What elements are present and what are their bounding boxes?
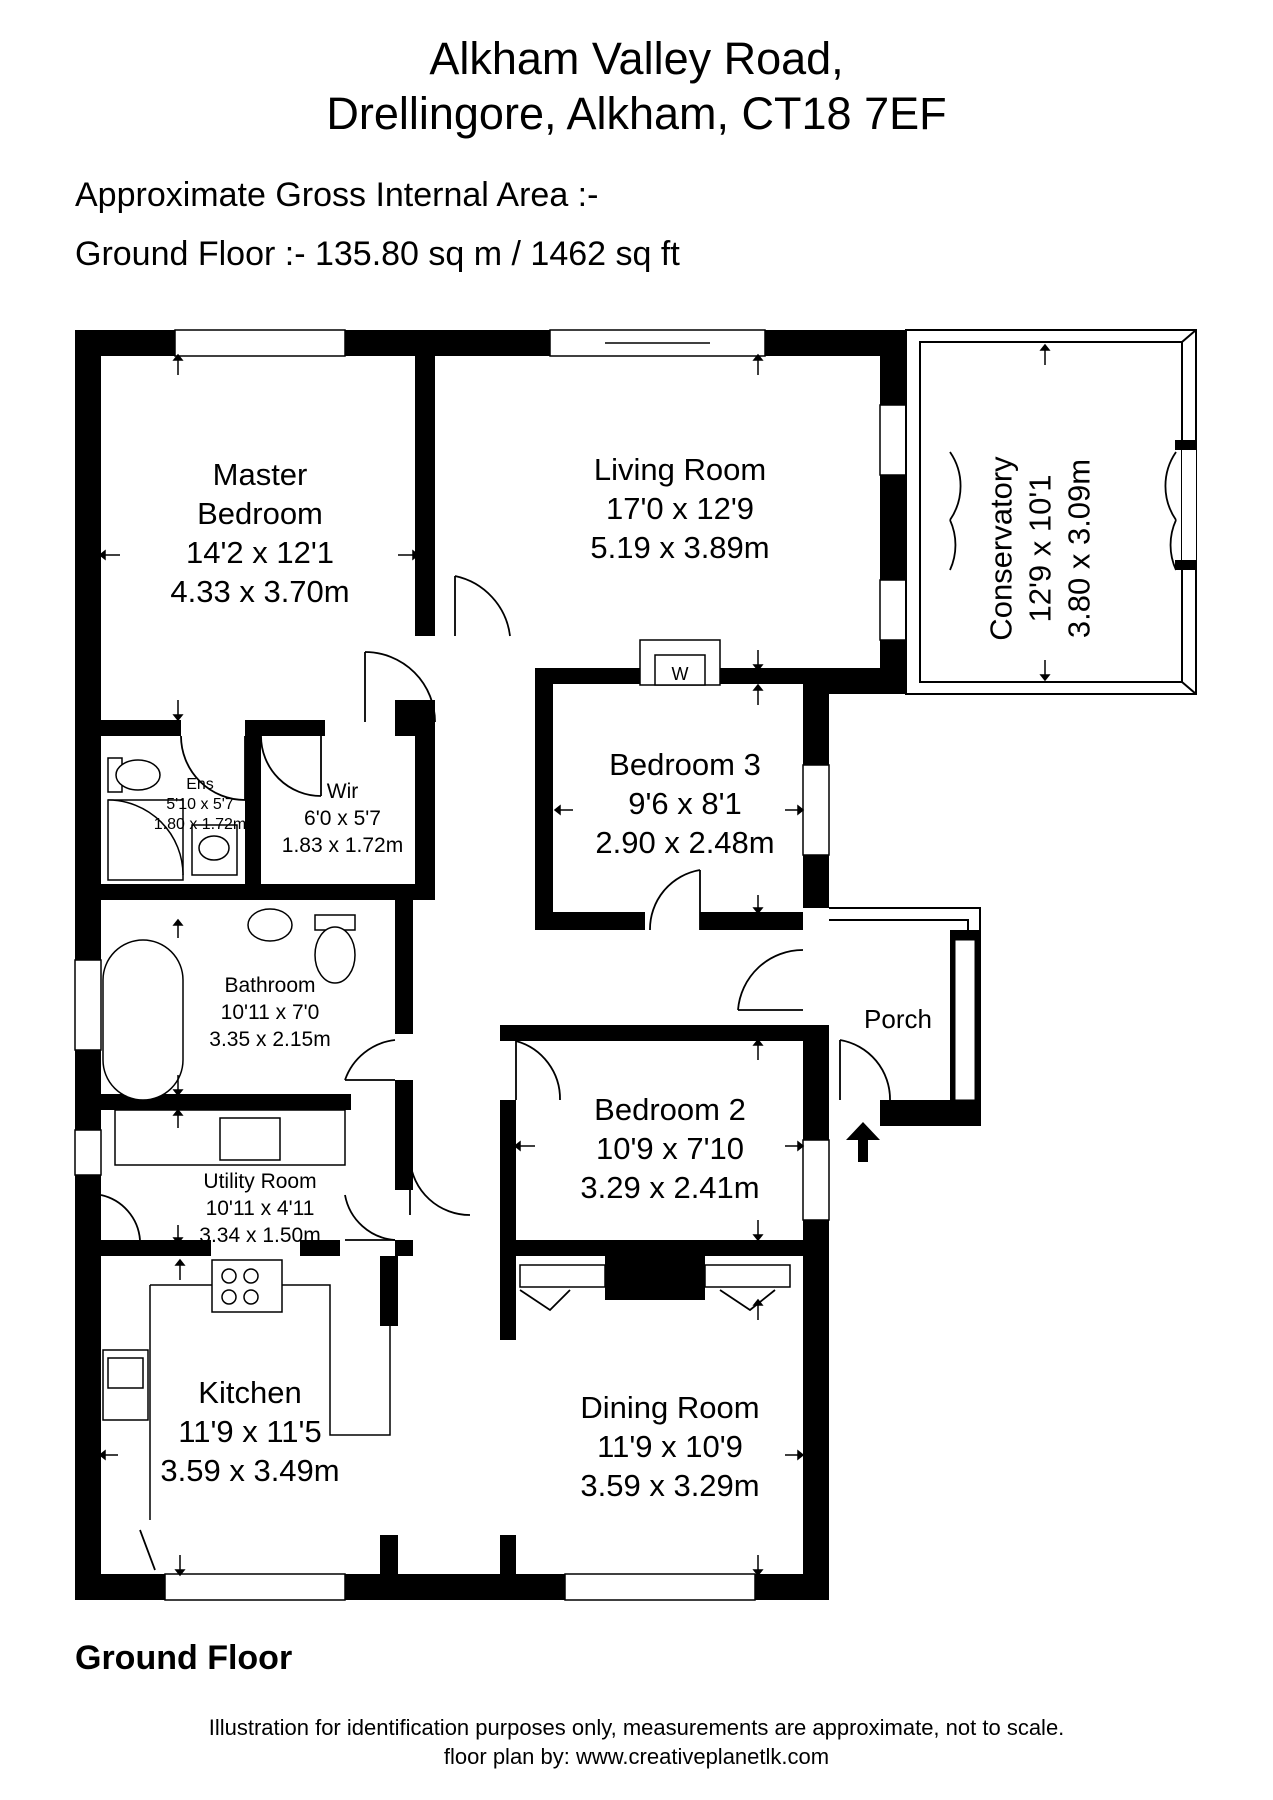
room-walk-in-robe: Wir 6'0 x 5'7 1.83 x 1.72m [270, 778, 415, 859]
room-name: Bedroom [197, 496, 323, 531]
room-size-imperial: 9'6 x 8'1 [628, 786, 742, 821]
room-bathroom: Bathroom 10'11 x 7'0 3.35 x 2.15m [195, 972, 345, 1053]
room-size-metric: 2.90 x 2.48m [595, 825, 775, 860]
room-size-imperial: 6'0 x 5'7 [304, 807, 381, 830]
room-master-bedroom: Master Bedroom 14'2 x 12'1 4.33 x 3.70m [155, 455, 365, 611]
room-name: Dining Room [580, 1390, 760, 1425]
room-size-imperial: 11'9 x 10'9 [597, 1429, 743, 1464]
room-name: Living Room [593, 452, 767, 487]
room-size-imperial: 12'9 x 10'1 [1022, 474, 1058, 623]
room-size-imperial: 5'10 x 5'7 [166, 796, 234, 813]
room-porch: Porch [848, 1000, 948, 1039]
room-living-room: Living Room 17'0 x 12'9 5.19 x 3.89m [560, 450, 800, 567]
room-size-metric: 3.29 x 2.41m [580, 1170, 760, 1205]
room-size-metric: 3.34 x 1.50m [199, 1224, 321, 1247]
doors [100, 451, 1177, 1571]
disclaimer-line-1: Illustration for identification purposes… [208, 1715, 1065, 1740]
room-size-metric: 3.59 x 3.49m [160, 1453, 340, 1488]
room-dining-room: Dining Room 11'9 x 10'9 3.59 x 3.29m [555, 1388, 785, 1505]
room-name: Ens [186, 776, 214, 793]
room-name: Bedroom 3 [609, 747, 761, 782]
room-size-imperial: 14'2 x 12'1 [185, 535, 334, 570]
room-size-imperial: 10'11 x 4'11 [205, 1197, 315, 1220]
room-conservatory: Conservatory 12'9 x 10'1 3.80 x 3.09m [982, 399, 1099, 699]
interior-walls [101, 356, 906, 1600]
room-name: Bedroom 2 [594, 1092, 746, 1127]
fixtures [102, 639, 791, 1520]
address-line-1: Alkham Valley Road, [429, 33, 844, 84]
entrance-arrow-icon [846, 1122, 880, 1162]
room-size-metric: 3.35 x 2.15m [209, 1028, 331, 1051]
room-size-imperial: 10'11 x 7'0 [220, 1001, 320, 1024]
ground-floor-area: Ground Floor :- 135.80 sq m / 1462 sq ft [75, 235, 680, 273]
room-size-metric: 1.80 x 1.72m [153, 816, 247, 833]
address-line-2: Drellingore, Alkham, CT18 7EF [326, 88, 947, 139]
room-size-metric: 1.83 x 1.72m [281, 834, 404, 857]
room-size-imperial: 11'9 x 11'5 [178, 1414, 322, 1449]
dimension-ticks [98, 343, 1051, 1577]
room-bedroom-3: Bedroom 3 9'6 x 8'1 2.90 x 2.48m [575, 745, 795, 862]
room-name: Kitchen [198, 1375, 302, 1410]
room-name: Wir [326, 780, 359, 803]
room-ensuite: Ens 5'10 x 5'7 1.80 x 1.72m [145, 775, 255, 835]
area-heading: Approximate Gross Internal Area :- [75, 176, 599, 214]
room-name: Conservatory [983, 456, 1019, 641]
room-size-metric: 3.80 x 3.09m [1061, 458, 1097, 639]
room-utility: Utility Room 10'11 x 4'11 3.34 x 1.50m [185, 1168, 335, 1249]
floor-label: Ground Floor [75, 1639, 293, 1677]
disclaimer-line-2: floor plan by: www.creativeplanetlk.com [443, 1744, 830, 1769]
room-name: Master [212, 457, 308, 492]
room-bedroom-2: Bedroom 2 10'9 x 7'10 3.29 x 2.41m [560, 1090, 780, 1207]
stove-label: W [672, 664, 689, 684]
room-name: Porch [864, 1004, 932, 1034]
windows [74, 329, 907, 1601]
room-size-metric: 4.33 x 3.70m [170, 574, 350, 609]
room-size-imperial: 17'0 x 12'9 [605, 491, 754, 526]
room-size-imperial: 10'9 x 7'10 [595, 1131, 744, 1166]
room-size-metric: 5.19 x 3.89m [590, 530, 770, 565]
room-size-metric: 3.59 x 3.29m [580, 1468, 760, 1503]
room-name: Utility Room [203, 1170, 317, 1193]
room-name: Bathroom [224, 974, 316, 997]
room-kitchen: Kitchen 11'9 x 11'5 3.59 x 3.49m [150, 1373, 350, 1490]
